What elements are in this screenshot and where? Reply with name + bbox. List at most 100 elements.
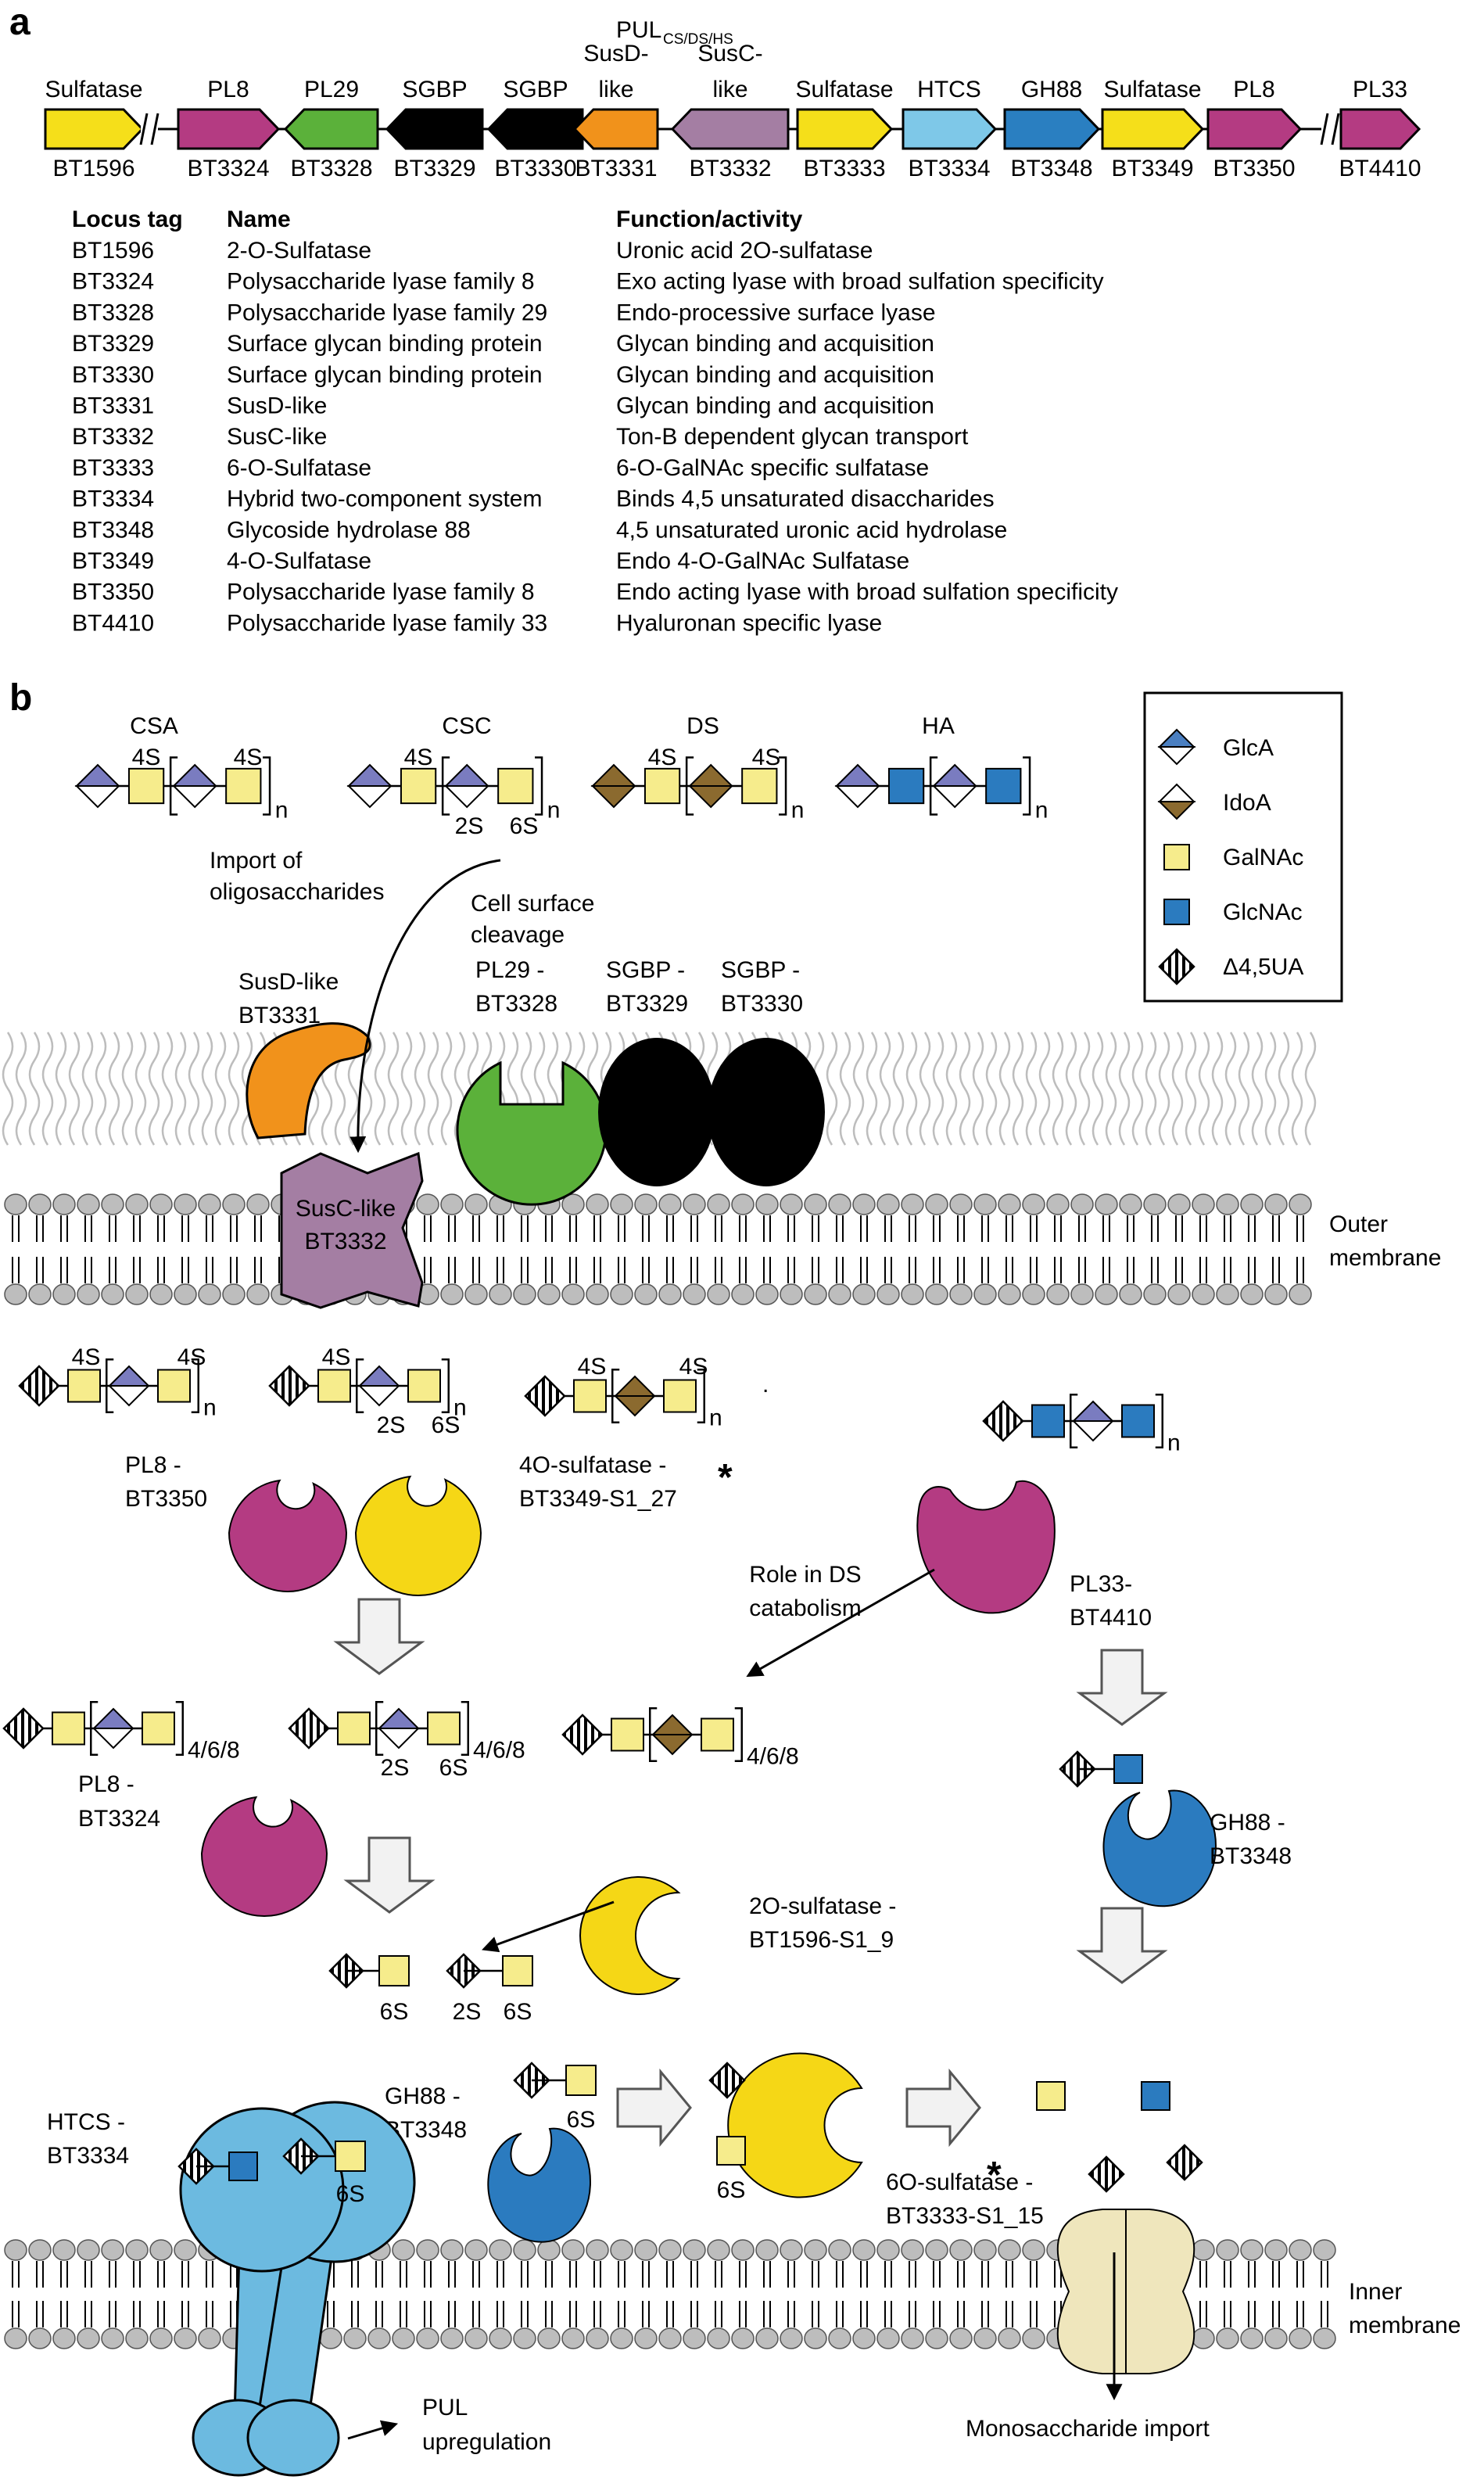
- lps-chain: [959, 1032, 971, 1146]
- cleave-label-2: cleavage: [471, 922, 565, 948]
- outer-lipid-head: [1143, 1283, 1167, 1305]
- outer-lipid-head: [149, 1283, 173, 1305]
- pul-upregulation-arrow: [347, 2420, 399, 2440]
- galnac-residue: [573, 1379, 607, 1413]
- galnac-residue: [502, 1955, 533, 1986]
- lps-chain: [879, 1032, 891, 1146]
- glca-residue: [443, 763, 490, 787]
- lps-chain: [1171, 1032, 1184, 1146]
- gene-name-BT3332: SusC-: [697, 41, 762, 66]
- galnac-residue: [716, 2136, 746, 2166]
- lps-chain: [852, 1032, 865, 1146]
- table-header-function: Function/activity: [616, 206, 803, 232]
- outer-lipid-head: [610, 1193, 633, 1215]
- lps-chain: [1224, 1032, 1237, 1146]
- sulfation-label: 2S: [381, 1755, 410, 1781]
- outer-lipid-head: [561, 1283, 585, 1305]
- panel-a-label: a: [9, 2, 30, 43]
- gene-arrow-BT3329: [385, 108, 484, 150]
- outer-lipid-head: [634, 1283, 658, 1305]
- outer-lipid-head: [1095, 1193, 1118, 1215]
- repeat-label: n: [1167, 1430, 1181, 1456]
- repeat-label: n: [791, 798, 805, 824]
- pl8b-label-1: PL8 -: [78, 1771, 134, 1797]
- inner-lipid-head: [537, 2239, 561, 2261]
- lps-chain: [945, 1032, 958, 1146]
- outer-lipid-head: [149, 1193, 173, 1215]
- table-cell-locus: BT3331: [72, 393, 154, 419]
- outer-lipid-head: [198, 1283, 221, 1305]
- lps-chain: [866, 1032, 878, 1146]
- delta45ua-residue: [524, 1375, 566, 1417]
- gh88-enzyme-bottom: [487, 2127, 592, 2243]
- inner-lipid-head: [634, 2239, 658, 2261]
- lps-chain: [1304, 1032, 1317, 1146]
- import-arrow: [349, 859, 501, 1154]
- outer-lipid-head: [1119, 1193, 1142, 1215]
- sulfation-label: 6S: [380, 1999, 409, 2025]
- outer-lipid-head: [658, 1193, 682, 1215]
- glca-residue-lower: [171, 785, 218, 809]
- gene-arrow-BT3334: [902, 108, 998, 150]
- outer-lipid-head: [876, 1283, 900, 1305]
- outer-lipid-head: [125, 1283, 149, 1305]
- outer-lipid-head: [561, 1193, 585, 1215]
- inner-lipid-head: [1264, 2239, 1288, 2261]
- inner-lipid-head: [780, 2239, 803, 2261]
- outer-lipid-head: [222, 1283, 246, 1305]
- s4o-label-2: BT3349-S1_27: [519, 1486, 677, 1512]
- gene-name2-BT3332: like: [712, 77, 747, 102]
- glca-residue-lower: [91, 1728, 135, 1750]
- outer-lipid-head: [634, 1193, 658, 1215]
- outer-lipid-head: [1022, 1193, 1045, 1215]
- outer-lipid-head: [1216, 1283, 1239, 1305]
- gene-name-BT3334: HTCS: [917, 77, 981, 102]
- inner-lipid-head: [610, 2327, 633, 2349]
- lps-chain: [1211, 1032, 1224, 1146]
- table-cell-locus: BT3349: [72, 548, 154, 574]
- lps-chain: [374, 1032, 386, 1146]
- inner-lipid-head: [1192, 2239, 1215, 2261]
- delta45ua-residue: [18, 1365, 60, 1407]
- lps-chain: [41, 1032, 54, 1146]
- inner-lipid-head: [998, 2239, 1021, 2261]
- gene-arrow-BT4410: [1339, 108, 1421, 150]
- lps-chain: [161, 1032, 174, 1146]
- galnac-residue: [1036, 2081, 1066, 2111]
- outer-lipid-head: [416, 1193, 439, 1215]
- lps-chain: [1038, 1032, 1051, 1146]
- outer-lipid-head: [1070, 1283, 1094, 1305]
- table-cell-function: Binds 4,5 unsaturated disaccharides: [616, 486, 995, 512]
- repeat-bracket-left: [106, 1358, 114, 1413]
- susc-label-2: BT3332: [304, 1229, 386, 1254]
- repeat-bracket-right: [535, 756, 543, 816]
- inner-lipid-head: [77, 2327, 100, 2349]
- gene-name-BT3350: PL8: [1233, 77, 1274, 102]
- s6o-label-1: 6O-sulfatase -: [886, 2169, 1033, 2195]
- galnac-residue: [67, 1369, 101, 1403]
- galnac-residue: [335, 2141, 366, 2172]
- outer-lipid-head: [77, 1283, 100, 1305]
- outer-lipid-head: [586, 1193, 609, 1215]
- legend-d45ua-symbol: [1158, 948, 1195, 985]
- table-cell-name: SusD-like: [227, 393, 327, 419]
- legend-d45ua: Δ4,5UA: [1223, 954, 1303, 980]
- inner-lipid-head: [949, 2327, 973, 2349]
- glcnac-residue: [1121, 1404, 1155, 1438]
- repeat-bracket-right: [461, 1701, 469, 1756]
- table-cell-name: 6-O-Sulfatase: [227, 455, 371, 481]
- sulfation-label: 2S: [455, 813, 484, 839]
- lps-chain: [188, 1032, 200, 1146]
- galnac-residue: [378, 1955, 410, 1986]
- outer-lipid-head: [1240, 1283, 1264, 1305]
- panel-b-label: b: [9, 677, 32, 719]
- repeat-label: 4/6/8: [747, 1744, 799, 1770]
- outer-lipid-head: [101, 1283, 124, 1305]
- glca-residue-lower: [931, 785, 978, 809]
- role-ds-arrow: [746, 1568, 935, 1678]
- gh88a-label-1: GH88 -: [1210, 1810, 1285, 1836]
- galnac-residue: [663, 1379, 697, 1413]
- pl8a-label-1: PL8 -: [125, 1452, 181, 1478]
- lps-chain: [1091, 1032, 1104, 1146]
- gene-arrow-BT3328: [283, 108, 379, 150]
